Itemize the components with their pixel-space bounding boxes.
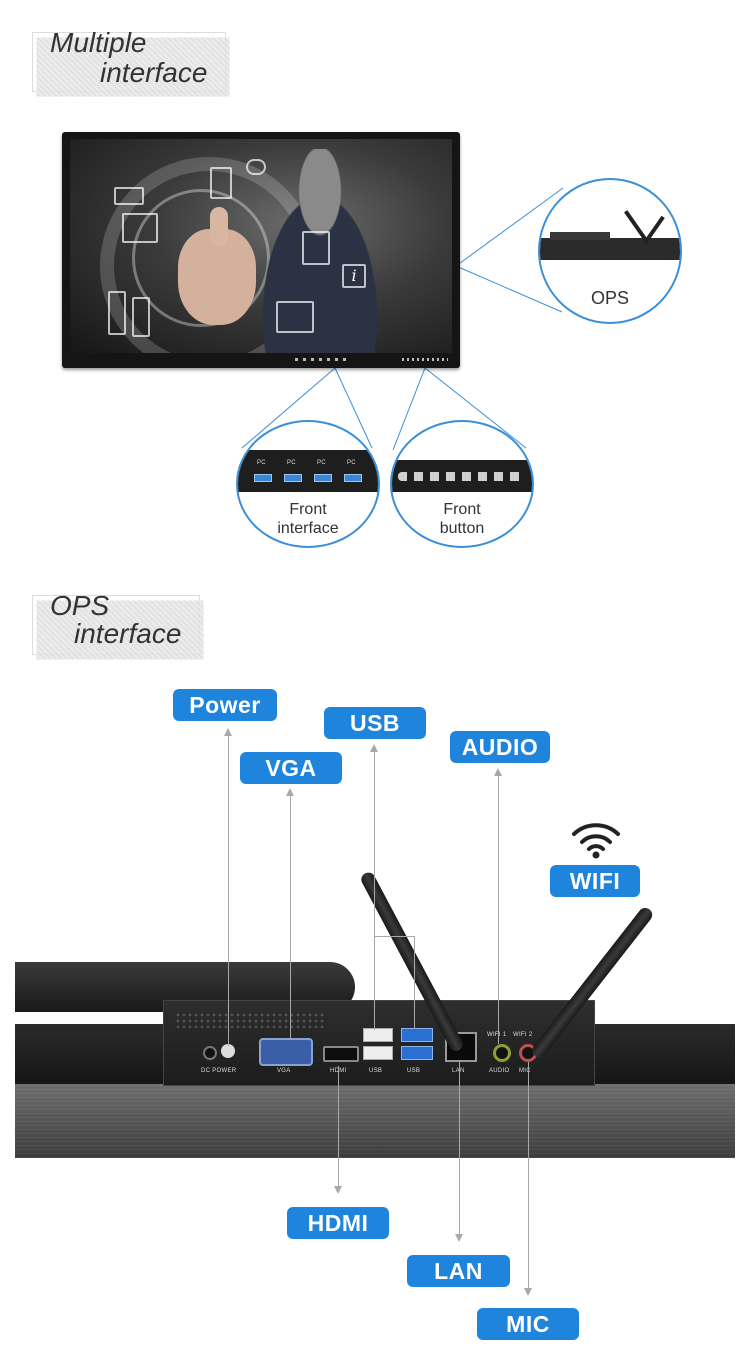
vga-label: VGA xyxy=(240,752,342,784)
front-button-label-1: Front xyxy=(443,501,481,518)
server-icon xyxy=(108,291,126,335)
ops-callout-label: OPS xyxy=(590,288,629,308)
chat-icon xyxy=(114,187,144,205)
interactive-display: i xyxy=(62,132,460,368)
title-line-1: OPS xyxy=(50,590,110,621)
ops-module-thumbnail xyxy=(540,238,680,260)
power-pointer-arrow xyxy=(224,728,232,736)
hdmi-label: HDMI xyxy=(287,1207,389,1239)
wifi-label: WIFI xyxy=(550,865,640,897)
power-pointer-line xyxy=(228,734,229,1046)
usb-port-label: PC xyxy=(257,460,266,466)
hand-finger xyxy=(210,207,228,247)
lan-label: LAN xyxy=(407,1255,510,1287)
hdmi-port-icon xyxy=(323,1046,359,1062)
usb-port-icon xyxy=(363,1046,393,1060)
audio-pointer-line xyxy=(498,774,499,1044)
person-silhouette xyxy=(240,149,400,353)
front-button-label-2: button xyxy=(439,520,485,537)
chat-bubble-icon xyxy=(246,159,266,175)
front-usb-panel xyxy=(238,450,378,492)
usb-port-icon xyxy=(363,1028,393,1042)
usb3-port-icon xyxy=(401,1028,433,1042)
usb3-port-icon xyxy=(401,1046,433,1060)
lan-pointer-line xyxy=(459,1062,460,1234)
section-title-ops-interface: OPS interface xyxy=(32,592,204,660)
usb-bracket xyxy=(374,936,415,1029)
mic-label: MIC xyxy=(477,1308,579,1340)
mic-port-label: MIC xyxy=(519,1068,531,1074)
usb-port-label-1: USB xyxy=(369,1068,383,1074)
lan-pointer-arrow xyxy=(455,1234,463,1242)
wifi-icon xyxy=(572,823,620,859)
vga-port-icon xyxy=(259,1038,313,1066)
document-icon xyxy=(302,231,330,265)
front-interface-callout: PC PC PC PC Front interface xyxy=(236,420,380,548)
front-interface-label-1: Front xyxy=(289,501,327,518)
usb-port-label-2: USB xyxy=(407,1068,421,1074)
title-line-2: interface xyxy=(100,57,208,88)
usb-port-icon xyxy=(284,474,302,482)
monitor-icon xyxy=(122,213,158,243)
wifi1-port-label: WIFI 1 xyxy=(487,1032,507,1038)
info-glyph: i xyxy=(351,266,357,285)
usb-port-icon xyxy=(314,474,332,482)
housing-base-texture xyxy=(15,1084,735,1158)
audio-jack xyxy=(493,1044,511,1062)
server-icon-2 xyxy=(132,297,150,337)
usb-port-label: PC xyxy=(317,460,326,466)
vent-holes xyxy=(175,1012,325,1028)
vga-pointer-arrow xyxy=(286,788,294,796)
usb-label: USB xyxy=(324,707,426,739)
hdmi-pointer-arrow xyxy=(334,1186,342,1194)
section-title-multiple-interface: Multiple interface xyxy=(32,29,230,97)
ops-device-photo: DC POWER VGA HDMI USB USB LAN AUDIO MIC … xyxy=(15,960,735,1158)
front-button-callout: Front button xyxy=(390,420,534,548)
audio-port-label: AUDIO xyxy=(489,1068,510,1074)
title-line-2: interface xyxy=(74,618,182,649)
power-button xyxy=(221,1044,235,1058)
hdmi-pointer-line xyxy=(338,1066,339,1186)
ops-module-top xyxy=(550,232,610,240)
usb-pointer-line xyxy=(374,750,375,1030)
audio-pointer-arrow xyxy=(494,768,502,776)
usb-port-icon xyxy=(344,474,362,482)
computer-icon xyxy=(276,301,314,333)
title-line-1: Multiple xyxy=(50,27,147,58)
mic-pointer-arrow xyxy=(524,1288,532,1296)
housing-base xyxy=(15,1084,735,1158)
wifi2-port-label: WIFI 2 xyxy=(513,1032,533,1038)
dc-power-port xyxy=(203,1046,217,1060)
tablet-icon xyxy=(210,167,232,199)
usb-pointer-arrow xyxy=(370,744,378,752)
callout-connectors xyxy=(241,187,564,451)
ops-callout: OPS xyxy=(538,178,682,324)
audio-label: AUDIO xyxy=(450,731,550,763)
vga-port-label: VGA xyxy=(277,1068,291,1074)
vga-pointer-line xyxy=(290,794,291,1040)
front-buttons-row xyxy=(398,472,526,481)
dc-power-port-label: DC POWER xyxy=(201,1068,237,1074)
front-interface-label-2: interface xyxy=(277,520,339,537)
front-button-strip xyxy=(402,358,448,361)
display-screen: i xyxy=(70,139,452,353)
lan-port-label: LAN xyxy=(452,1068,465,1074)
usb-port-icon xyxy=(254,474,272,482)
info-icon: i xyxy=(342,264,366,288)
power-label: Power xyxy=(173,689,277,721)
front-usb-strip xyxy=(295,358,350,361)
usb-port-label: PC xyxy=(347,460,356,466)
mic-pointer-line xyxy=(528,1062,529,1288)
usb-port-label: PC xyxy=(287,460,296,466)
